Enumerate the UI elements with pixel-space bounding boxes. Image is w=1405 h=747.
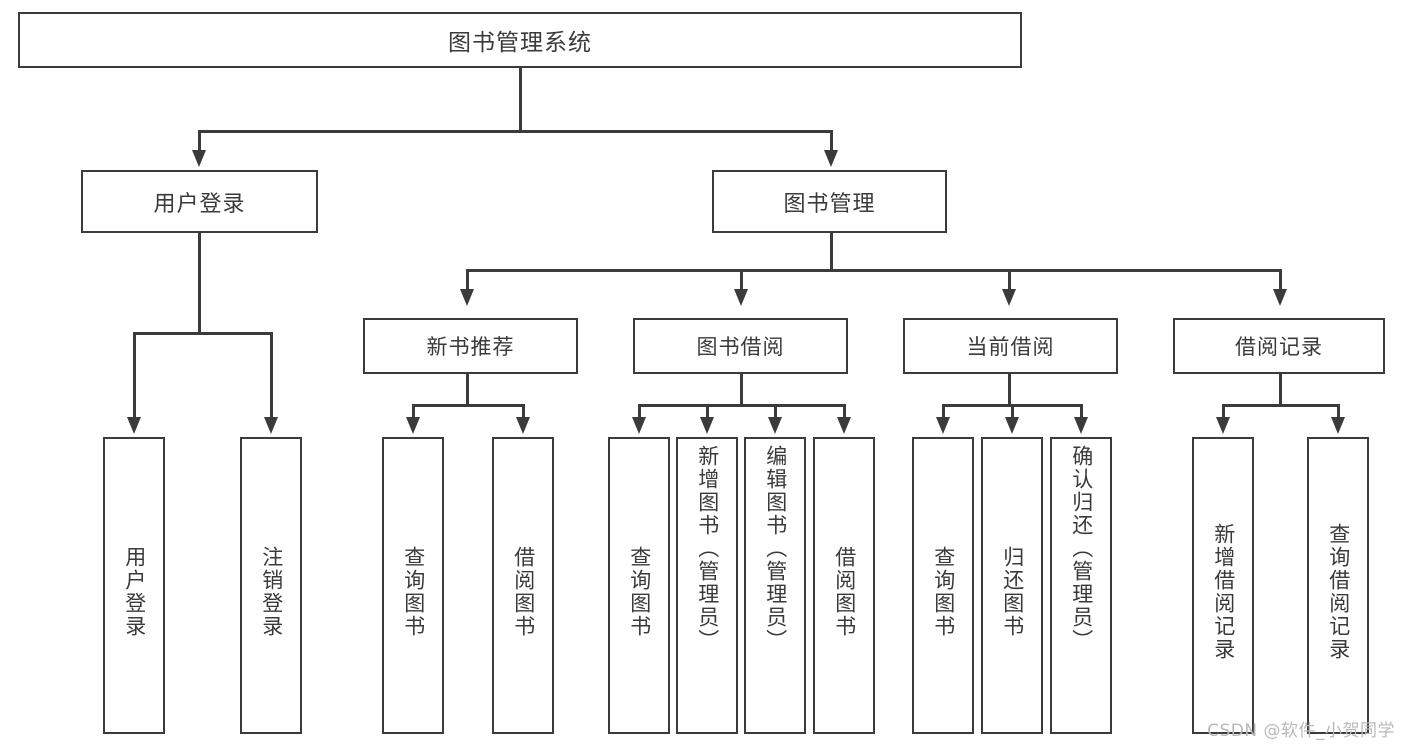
connector-user-login-bar <box>133 332 270 335</box>
connector-book-borrow-stem <box>740 374 743 406</box>
arrowhead-borrow-record <box>1273 289 1287 306</box>
leaf-query-book-current[interactable]: 查询图书 <box>912 437 974 734</box>
leaf-label: 查询图书 <box>931 545 956 638</box>
leaf-label: 编辑图书（管理员） <box>763 445 788 652</box>
connector-to-current-borrow <box>1008 269 1011 291</box>
leaf-query-book-borrow[interactable]: 查询图书 <box>608 437 670 734</box>
connector-user-login-to-leaf-2 <box>270 332 273 419</box>
leaf-borrow-book[interactable]: 借阅图书 <box>813 437 875 734</box>
arrowhead-current-borrow-leaf-3 <box>1074 417 1088 434</box>
node-new-book-recommend[interactable]: 新书推荐 <box>363 318 578 374</box>
arrowhead-book-management <box>824 150 838 167</box>
connector-to-new-book <box>466 269 469 291</box>
arrowhead-book-borrow-leaf-4 <box>837 417 851 434</box>
arrowhead-new-book-recommend <box>460 289 474 306</box>
connector-new-book-stem <box>466 374 469 406</box>
connector-root-to-book-management <box>830 130 833 152</box>
connector-root-to-user-login <box>198 130 201 152</box>
connector-book-management-stem <box>830 233 833 271</box>
leaf-label: 新增图书（管理员） <box>695 445 720 652</box>
connector-book-borrow-leaf-1 <box>638 404 641 419</box>
connector-current-borrow-leaf-1 <box>942 404 945 419</box>
node-root-book-management-system[interactable]: 图书管理系统 <box>18 12 1022 68</box>
connector-current-borrow-stem <box>1008 374 1011 406</box>
node-label: 用户登录 <box>153 191 246 217</box>
arrowhead-book-borrow-leaf-3 <box>768 417 782 434</box>
leaf-label: 借阅图书 <box>511 545 536 638</box>
connector-book-borrow-leaf-3 <box>774 404 777 419</box>
arrowhead-book-borrow-leaf-1 <box>632 417 646 434</box>
leaf-confirm-return-admin[interactable]: 确认归还（管理员） <box>1050 437 1112 734</box>
connector-book-borrow-leaf-2 <box>706 404 709 419</box>
leaf-label: 归还图书 <box>1000 545 1025 638</box>
connector-user-login-stem <box>198 233 201 334</box>
node-label: 当前借阅 <box>966 335 1055 359</box>
connector-book-borrow-bar <box>638 404 843 407</box>
leaf-label: 查询借阅记录 <box>1326 522 1351 661</box>
connector-to-borrow-record <box>1279 269 1282 291</box>
arrowhead-book-borrow-leaf-2 <box>700 417 714 434</box>
connector-borrow-record-leaf-2 <box>1337 404 1340 419</box>
leaf-edit-book-admin[interactable]: 编辑图书（管理员） <box>744 437 806 734</box>
leaf-logout[interactable]: 注销登录 <box>240 437 302 734</box>
leaf-add-borrow-record[interactable]: 新增借阅记录 <box>1192 437 1254 734</box>
connector-new-book-leaf-1 <box>412 404 415 419</box>
node-book-borrow[interactable]: 图书借阅 <box>633 318 848 374</box>
leaf-user-login[interactable]: 用户登录 <box>103 437 165 734</box>
connector-borrow-record-bar <box>1222 404 1337 407</box>
node-label: 借阅记录 <box>1235 335 1323 359</box>
watermark-text: CSDN @软件_小贺同学 <box>1207 721 1395 741</box>
connector-to-book-borrow <box>740 269 743 291</box>
leaf-label: 查询图书 <box>627 545 652 638</box>
leaf-return-book[interactable]: 归还图书 <box>981 437 1043 734</box>
connector-borrow-record-stem <box>1279 374 1282 406</box>
node-user-login[interactable]: 用户登录 <box>81 170 318 233</box>
leaf-add-book-admin[interactable]: 新增图书（管理员） <box>676 437 738 734</box>
arrowhead-book-borrow <box>734 289 748 306</box>
arrowhead-borrow-record-leaf-2 <box>1331 417 1345 434</box>
connector-root-stem <box>519 68 522 132</box>
arrowhead-leaf-user-login <box>127 417 141 434</box>
connector-root-bar <box>198 130 832 133</box>
leaf-label: 确认归还（管理员） <box>1069 445 1094 652</box>
node-label: 图书管理 <box>783 191 876 217</box>
leaf-label: 查询图书 <box>401 545 426 638</box>
arrowhead-current-borrow-leaf-1 <box>936 417 950 434</box>
node-current-borrow[interactable]: 当前借阅 <box>903 318 1118 374</box>
arrowhead-new-book-leaf-2 <box>516 417 530 434</box>
leaf-label: 借阅图书 <box>832 545 857 638</box>
leaf-query-borrow-record[interactable]: 查询借阅记录 <box>1307 437 1369 734</box>
node-borrow-record[interactable]: 借阅记录 <box>1173 318 1385 374</box>
node-book-management[interactable]: 图书管理 <box>712 170 947 233</box>
connector-new-book-leaf-2 <box>522 404 525 419</box>
connector-current-borrow-leaf-3 <box>1080 404 1083 419</box>
arrowhead-current-borrow <box>1002 289 1016 306</box>
connector-new-book-bar <box>412 404 522 407</box>
node-label: 图书借阅 <box>696 335 785 359</box>
node-label: 新书推荐 <box>426 335 515 359</box>
arrowhead-user-login <box>192 150 206 167</box>
leaf-label: 新增借阅记录 <box>1211 522 1236 661</box>
arrowhead-new-book-leaf-1 <box>406 417 420 434</box>
connector-current-borrow-leaf-2 <box>1011 404 1014 419</box>
connector-user-login-to-leaf-1 <box>133 332 136 419</box>
connector-book-borrow-leaf-4 <box>843 404 846 419</box>
leaf-label: 用户登录 <box>122 545 147 638</box>
arrowhead-current-borrow-leaf-2 <box>1005 417 1019 434</box>
leaf-query-book-recommend[interactable]: 查询图书 <box>382 437 444 734</box>
arrowhead-leaf-logout <box>264 417 278 434</box>
connector-borrow-record-leaf-1 <box>1222 404 1225 419</box>
connector-level2-bar <box>466 269 1282 272</box>
node-label: 图书管理系统 <box>448 30 592 56</box>
arrowhead-borrow-record-leaf-1 <box>1216 417 1230 434</box>
leaf-label: 注销登录 <box>259 545 284 638</box>
leaf-borrow-book-recommend[interactable]: 借阅图书 <box>492 437 554 734</box>
